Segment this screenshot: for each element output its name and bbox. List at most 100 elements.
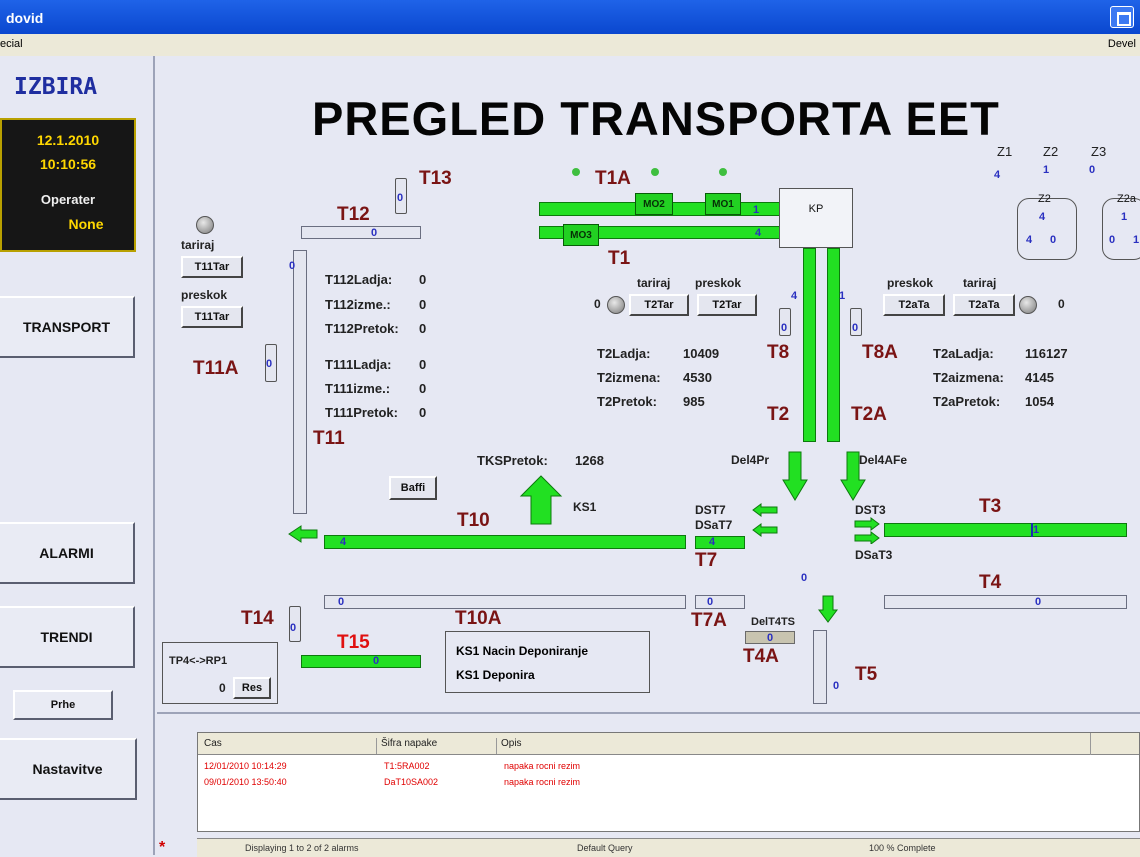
label-t7a: T7A — [691, 610, 727, 631]
zone-z3-value: 0 — [1089, 164, 1096, 176]
tariraj-label-t2: tariraj — [637, 276, 671, 290]
prhe-button[interactable]: Prhe — [13, 690, 113, 720]
conveyor-t11[interactable] — [293, 250, 307, 514]
counter-t2a: 1 — [839, 290, 846, 302]
alarm-panel: Cas Šifra napake Opis 12/01/2010 10:14:2… — [157, 712, 1140, 857]
t2a-pretok-label: T2aPretok: — [933, 394, 1001, 409]
dsat3-label: DSaT3 — [855, 548, 893, 562]
t2-scale-value: 0 — [594, 297, 601, 311]
alarm-time: 12/01/2010 10:14:29 — [204, 761, 287, 771]
preskok-label-left: preskok — [181, 288, 228, 302]
counter-t1: 4 — [755, 227, 762, 239]
operator-label: Operater — [40, 192, 96, 207]
conveyor-t5[interactable] — [813, 630, 827, 704]
tp4-rp1-panel: TP4<->RP1 0 Res — [162, 642, 278, 704]
t2a-izmena-label: T2aizmena: — [933, 370, 1004, 385]
tp4-reset-button[interactable]: Res — [233, 677, 271, 699]
label-t2a: T2A — [851, 404, 887, 425]
conveyor-t7a[interactable] — [695, 595, 745, 609]
t2-izmena-value: 4530 — [683, 370, 712, 385]
counter-mid: 0 — [801, 572, 808, 584]
label-t10a: T10A — [455, 608, 502, 629]
column-header-code[interactable]: Šifra napake — [376, 738, 437, 754]
conveyor-t2a[interactable] — [827, 248, 840, 442]
column-divider — [1090, 733, 1091, 755]
dst3-label: DST3 — [855, 503, 886, 517]
t2tar-button[interactable]: T2Tar — [629, 294, 689, 316]
kp-station[interactable]: KP — [779, 188, 853, 248]
zone-z2a-box[interactable]: Z2a 1 0 1 — [1102, 193, 1140, 260]
t112-pretok-value: 0 — [419, 321, 427, 336]
t11tar-skip-button[interactable]: T11Tar — [181, 306, 243, 328]
alarmi-button[interactable]: ALARMI — [0, 522, 135, 584]
preskok-label-t2a: preskok — [887, 276, 934, 290]
conveyor-t3[interactable] — [884, 523, 1127, 537]
zone-z1-label: Z1 — [997, 144, 1013, 159]
motor-mo1[interactable]: MO1 — [705, 193, 741, 215]
tks-pretok-value: 1268 — [575, 453, 604, 468]
label-t8: T8 — [767, 342, 790, 363]
zone-z2-box-label: Z2 — [1038, 193, 1051, 205]
ks1-state: KS1 Deponira — [456, 668, 535, 682]
t111-ladja-value: 0 — [419, 357, 427, 372]
t2ata-skip-button[interactable]: T2aTa — [883, 294, 945, 316]
counter-t3: 1 — [1033, 524, 1040, 536]
label-t15: T15 — [337, 632, 370, 653]
conveyor-t15[interactable] — [301, 655, 421, 668]
preskok-label-t2: preskok — [695, 276, 742, 290]
menu-item-developer[interactable]: Devel — [1107, 38, 1136, 50]
t2ata-button[interactable]: T2aTa — [953, 294, 1015, 316]
conveyor-t8a[interactable] — [850, 308, 862, 336]
transport-button[interactable]: TRANSPORT — [0, 296, 135, 358]
maximize-button[interactable] — [1110, 6, 1134, 28]
t2a-pretok-value: 1054 — [1025, 394, 1054, 409]
zone-z2-box[interactable]: Z2 4 4 0 — [1017, 193, 1077, 260]
alarm-code: DaT10SA002 — [384, 777, 439, 787]
column-header-description[interactable]: Opis — [496, 738, 522, 754]
conveyor-t4a[interactable] — [745, 631, 795, 644]
motor-mo3[interactable]: MO3 — [563, 224, 599, 246]
t2-ladja-value: 10409 — [683, 346, 720, 361]
baffi-button[interactable]: Baffi — [389, 476, 437, 500]
nastavitve-button[interactable]: Nastavitve — [0, 738, 137, 800]
t112-ladja-label: T112Ladja: — [325, 272, 393, 287]
t2a-ladja-value: 116127 — [1025, 346, 1068, 361]
menu-item-special[interactable]: ecial — [0, 38, 23, 50]
counter-t11: 0 — [289, 260, 296, 272]
alarm-time: 09/01/2010 13:50:40 — [204, 777, 287, 787]
motor-mo2[interactable]: MO2 — [635, 193, 673, 215]
conveyor-t14[interactable] — [289, 606, 301, 642]
tks-pretok-label: TKSPretok: — [477, 453, 548, 468]
label-t11a: T11A — [193, 358, 239, 379]
trendi-button[interactable]: TRENDI — [0, 606, 135, 668]
label-t4: T4 — [979, 572, 1002, 593]
conveyor-t10[interactable] — [324, 535, 686, 549]
conveyor-t12[interactable] — [301, 226, 421, 239]
t11tar-button[interactable]: T11Tar — [181, 256, 243, 278]
page-title: PREGLED TRANSPORTA EET — [312, 92, 1000, 145]
counter-t10a: 0 — [338, 596, 345, 608]
zone-z2a-box-right: 1 — [1133, 234, 1140, 246]
t2tar-skip-button[interactable]: T2Tar — [697, 294, 757, 316]
conveyor-t13[interactable] — [395, 178, 407, 214]
t2-scale-icon — [607, 296, 625, 314]
conveyor-t7[interactable] — [695, 536, 745, 549]
ks1-label: KS1 — [573, 500, 597, 514]
del4afe-label: Del4AFe — [859, 453, 908, 467]
t2a-scale-icon — [1019, 296, 1037, 314]
clock-date: 12.1.2010 — [36, 132, 100, 148]
sensor-dot — [719, 168, 727, 176]
conveyor-t4[interactable] — [884, 595, 1127, 609]
delt4ts-label: DelT4TS — [751, 616, 796, 628]
delt4ts-down-arrow-icon — [818, 595, 838, 623]
dst3-right-arrows-icon — [854, 517, 880, 544]
conveyor-t11a[interactable] — [265, 344, 277, 382]
t111-pretok-value: 0 — [419, 405, 427, 420]
column-header-time[interactable]: Cas — [204, 738, 222, 749]
conveyor-t10a[interactable] — [324, 595, 686, 609]
label-t4a: T4A — [743, 646, 779, 667]
conveyor-t8[interactable] — [779, 308, 791, 336]
alarm-table[interactable]: Cas Šifra napake Opis 12/01/2010 10:14:2… — [197, 732, 1140, 832]
conveyor-t2[interactable] — [803, 248, 816, 442]
t2a-scale-value: 0 — [1058, 297, 1065, 311]
